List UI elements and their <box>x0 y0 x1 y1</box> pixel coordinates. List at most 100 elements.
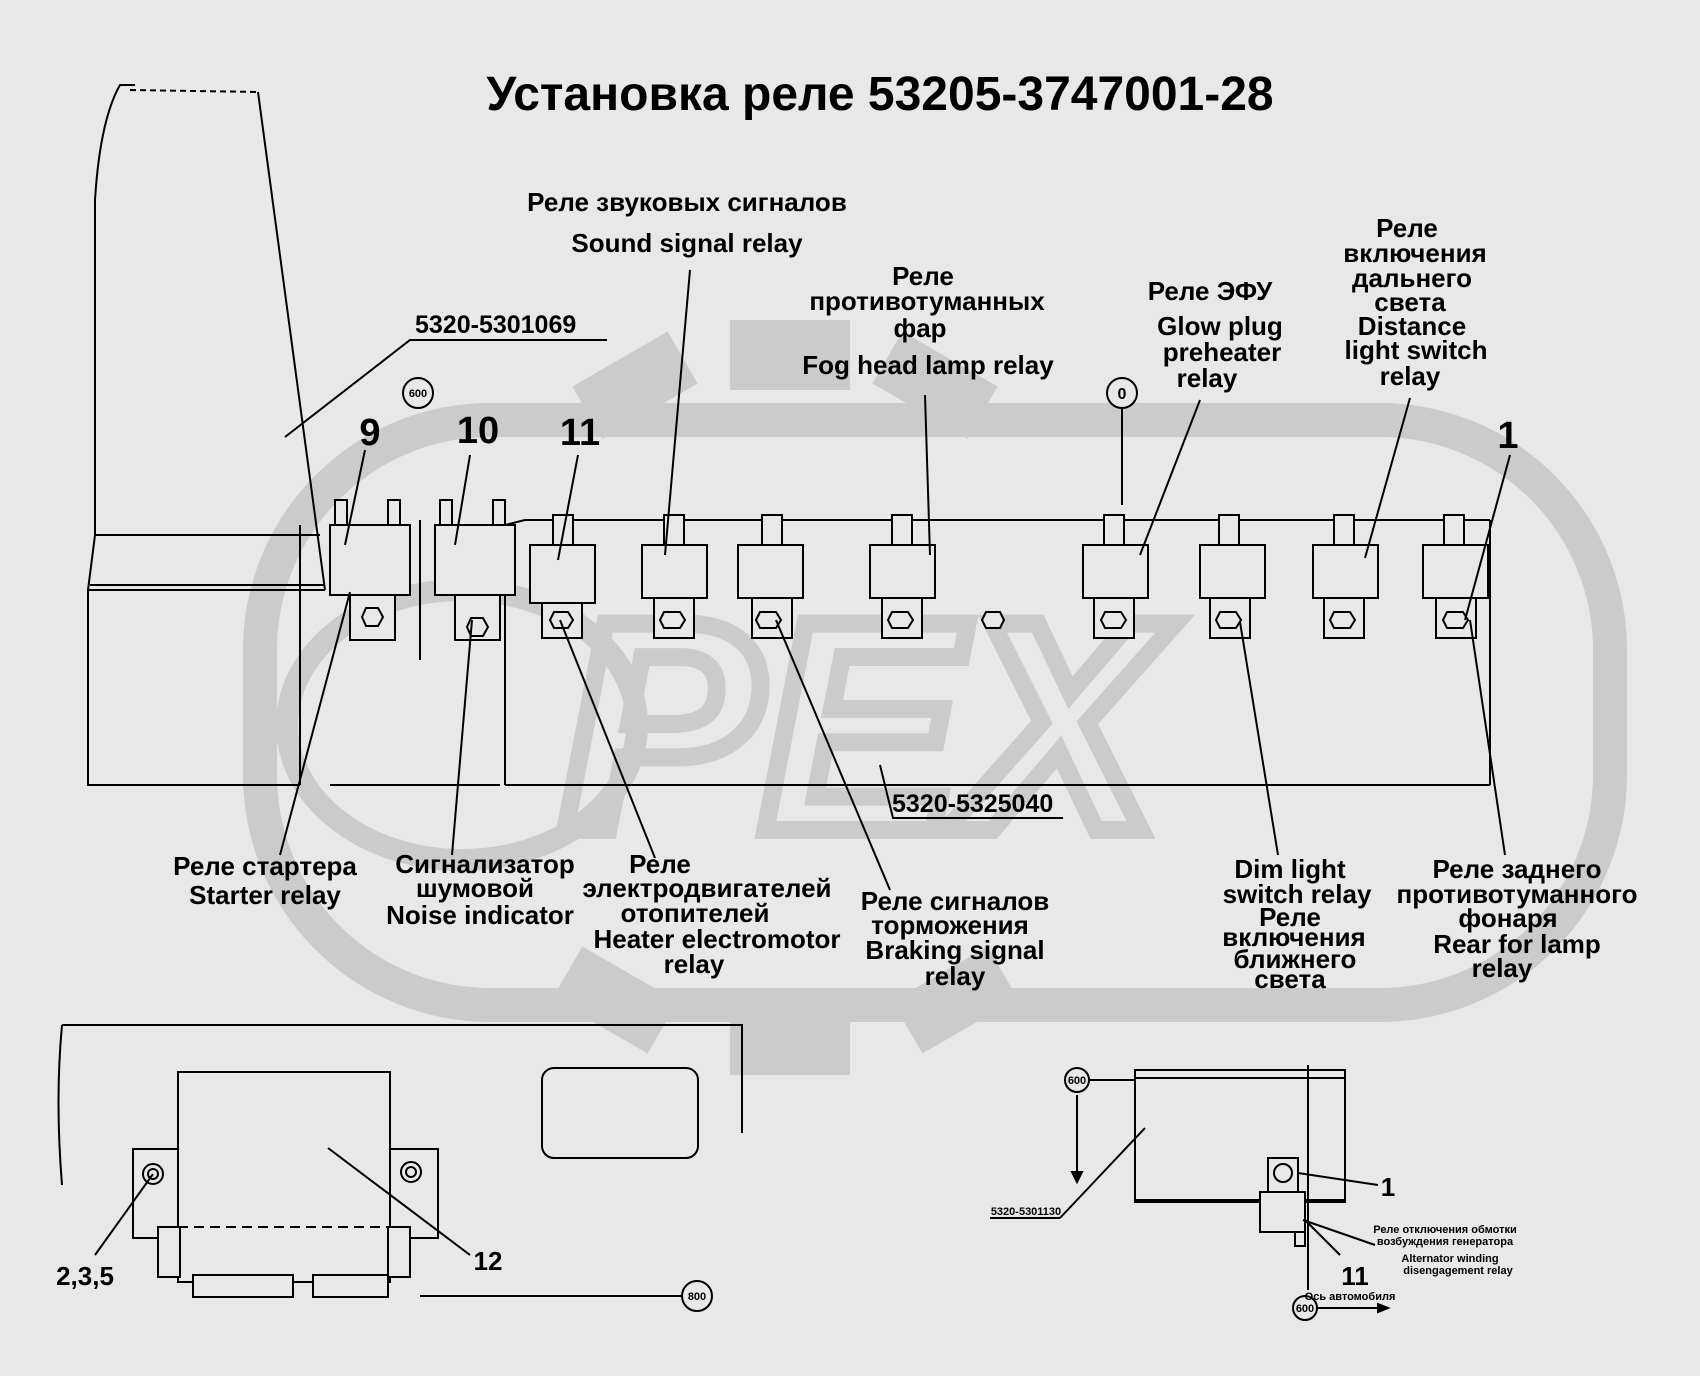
label-dim-en1: Dim light <box>1234 854 1346 884</box>
leader-harness-a <box>284 339 607 438</box>
leader-235 <box>94 1173 154 1256</box>
label-fog-ru2: противотуманных <box>809 286 1045 316</box>
relay-sound <box>641 514 708 639</box>
dim-600-small-label: 600 <box>1068 1075 1086 1087</box>
detail-panel-left <box>57 1024 63 1186</box>
hex-nut-icon <box>658 611 687 629</box>
label-dist-ru2: включения <box>1343 238 1486 268</box>
page-title: Установка реле 53205-3747001-28 <box>486 68 1273 121</box>
label-dim-ru3: ближнего <box>1234 944 1357 974</box>
label-fog-ru1: Реле <box>892 261 954 291</box>
label-dim-ru1: Реле <box>1259 902 1321 932</box>
unit-connector <box>192 1274 294 1298</box>
harness-box <box>1134 1069 1346 1203</box>
dim-circle-600-axis <box>1292 1295 1318 1321</box>
leader-dim <box>1239 621 1279 856</box>
hex-nut-icon <box>1214 611 1243 629</box>
relay-brake <box>737 514 804 639</box>
relay-efu <box>1082 514 1149 639</box>
arrow-down-icon <box>1070 1171 1084 1185</box>
hex-nut-icon <box>754 611 783 629</box>
label-alt-ru2: возбуждения генератора <box>1377 1236 1514 1248</box>
label-dist-ru3: дальнего <box>1352 263 1472 293</box>
label-alt-ru1: Реле отключения обмотки <box>1373 1224 1516 1236</box>
leader-alt-relay <box>1302 1219 1376 1246</box>
dim-600-label: 600 <box>409 388 427 400</box>
cabin-panel <box>87 84 326 786</box>
relay-pin <box>891 514 913 546</box>
position-9: 9 <box>359 412 380 454</box>
hex-nut-icon <box>1441 611 1470 629</box>
relay-pin <box>1443 514 1465 546</box>
relay-1-rear-fog <box>1422 514 1489 639</box>
harness-code-a: 5320-5301069 <box>415 311 576 339</box>
label-heater-en2: relay <box>664 949 725 979</box>
label-alt-en1: Alternator winding <box>1401 1253 1498 1265</box>
leader-1-small <box>1297 1172 1379 1186</box>
relay-dim <box>1199 514 1266 639</box>
unit-foot <box>157 1226 181 1278</box>
dim-800-label: 800 <box>688 1291 706 1303</box>
arrow-right-icon <box>1377 1302 1391 1314</box>
relay-body <box>329 524 411 596</box>
dimension-markers <box>402 377 1138 409</box>
detail-alternator-relay <box>990 1065 1391 1321</box>
block-code: 5320-5325040 <box>892 790 1053 818</box>
position-1-small: 1 <box>1381 1172 1395 1202</box>
bolt-icon <box>400 1161 422 1183</box>
label-dist-en3: relay <box>1380 361 1441 391</box>
hex-nut-icon <box>548 611 575 629</box>
relay-body <box>1082 544 1149 599</box>
label-starter-en: Starter relay <box>189 880 341 910</box>
label-vehicle-axis: Ось автомобиля <box>1305 1291 1396 1303</box>
label-brake-ru2: торможения <box>871 910 1029 940</box>
cabin-top-edge <box>129 89 259 93</box>
leader-sound <box>664 269 691 556</box>
label-dist-ru1: Реле <box>1376 213 1438 243</box>
label-noise-ru1: Сигнализатор <box>395 849 574 879</box>
leader-fog <box>924 394 931 556</box>
gear-tooth <box>730 320 850 390</box>
hex-nut-icon <box>1328 611 1357 629</box>
label-noise-ru2: шумовой <box>416 873 534 903</box>
panel-opening <box>541 1067 699 1159</box>
label-rear-en2: relay <box>1472 953 1533 983</box>
leader-lines <box>279 269 1511 891</box>
lower-labels: Реле стартера Starter relay Сигнализатор… <box>173 849 1637 994</box>
relay-pin <box>761 514 783 546</box>
leader-rear <box>1469 619 1506 856</box>
detail-mounting-view <box>57 1024 743 1312</box>
leader-harness-b <box>1059 1127 1146 1219</box>
relay-distance <box>1312 514 1379 639</box>
label-dim-ru4: света <box>1254 964 1326 994</box>
control-unit-12 <box>177 1071 391 1283</box>
label-fog-ru3: фар <box>893 313 946 343</box>
bolt-icon <box>1273 1163 1293 1183</box>
leader-1 <box>1464 454 1511 621</box>
unit-foot <box>387 1226 411 1278</box>
alternator-relay-body <box>1259 1191 1306 1233</box>
unit-connector <box>312 1274 389 1298</box>
relay-9-starter <box>329 499 411 641</box>
relay-bracket <box>1093 597 1135 639</box>
leader-noise <box>451 619 473 856</box>
bolt-icon <box>405 1166 417 1178</box>
bolt-icon <box>147 1168 159 1180</box>
label-alt-en2: disengagement relay <box>1403 1265 1513 1277</box>
watermark-text: РЕХ <box>560 558 1176 894</box>
hex-nut-icon <box>360 607 385 627</box>
dim-circle-600 <box>402 377 434 409</box>
label-efu-en2: preheater <box>1163 337 1282 367</box>
position-11: 11 <box>560 412 600 454</box>
relay-row <box>329 499 1489 641</box>
dim-circle-600-small <box>1064 1067 1090 1093</box>
relay-pin <box>439 499 453 526</box>
relay-pin <box>1294 1231 1306 1247</box>
relay-pin <box>387 499 401 526</box>
label-dist-ru4: света <box>1374 287 1446 317</box>
dim-circle-0 <box>1106 377 1138 409</box>
detail-panel-outline <box>62 1024 743 1133</box>
relay-body <box>869 544 936 599</box>
relay-body <box>1199 544 1266 599</box>
